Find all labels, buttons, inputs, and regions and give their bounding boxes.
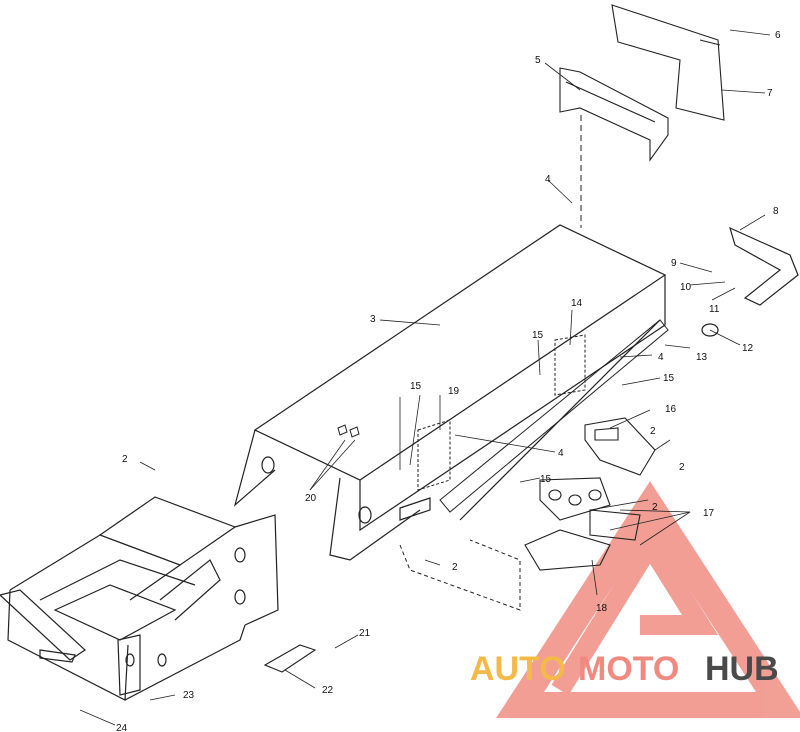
- shock-tube: [701, 226, 799, 337]
- bracket-17: [589, 509, 641, 541]
- callout-2d: 2: [452, 562, 458, 573]
- bracket-16: [584, 417, 656, 476]
- callout-2e: 2: [650, 426, 656, 437]
- callout-18: 18: [596, 603, 608, 614]
- callout-6: 6: [775, 30, 781, 41]
- callout-2a: 2: [122, 454, 128, 465]
- callout-2c: 2: [652, 502, 658, 513]
- callout-16: 16: [665, 404, 677, 415]
- callout-4c: 4: [558, 448, 564, 459]
- bracket-14: [554, 334, 586, 396]
- watermark-moto: MOTO: [578, 650, 679, 688]
- watermark-auto: AUTO: [470, 650, 566, 688]
- callout-17: 17: [703, 508, 715, 519]
- watermark-text: AUTO MOTO HUB: [470, 650, 779, 688]
- callout-15d: 15: [410, 381, 422, 392]
- side-rail: [439, 319, 669, 513]
- callout-14: 14: [571, 298, 583, 309]
- callout-20: 20: [305, 493, 317, 504]
- plate-22: [263, 644, 317, 673]
- callout-9: 9: [671, 258, 677, 269]
- tunnel: [233, 224, 667, 561]
- bracket-19: [417, 419, 451, 491]
- watermark-hub: HUB: [705, 650, 779, 688]
- callout-3: 3: [370, 314, 376, 325]
- callout-4a: 4: [545, 174, 551, 185]
- front-frame: [0, 496, 279, 701]
- callout-8: 8: [773, 206, 779, 217]
- clips-20: [337, 424, 360, 438]
- callout-5: 5: [535, 55, 541, 66]
- callout-24: 24: [116, 723, 128, 732]
- callout-21: 21: [359, 628, 371, 639]
- callout-19: 19: [448, 386, 460, 397]
- bracket-18: [524, 529, 611, 571]
- lower-plate: [399, 539, 521, 611]
- callout-15c: 15: [540, 474, 552, 485]
- callout-labels: 2 2 2 2 2 3 4 4 4 5 6 7 8 9 10 11 12 13 …: [116, 30, 781, 732]
- callout-7: 7: [767, 88, 773, 99]
- flap-bracket: [559, 67, 669, 162]
- callout-12: 12: [742, 343, 754, 354]
- leader-lines: [79, 29, 771, 726]
- callout-4b: 4: [658, 352, 664, 363]
- callout-13: 13: [696, 352, 708, 363]
- bracket-15: [539, 477, 611, 521]
- flap-panel: [611, 4, 725, 121]
- watermark-logo: [496, 481, 800, 718]
- callout-15a: 15: [532, 330, 544, 341]
- callout-10: 10: [680, 282, 692, 293]
- callout-23: 23: [183, 690, 195, 701]
- callout-22: 22: [322, 685, 334, 696]
- callout-15b: 15: [663, 373, 675, 384]
- callout-2b: 2: [679, 462, 685, 473]
- callout-11: 11: [709, 304, 720, 315]
